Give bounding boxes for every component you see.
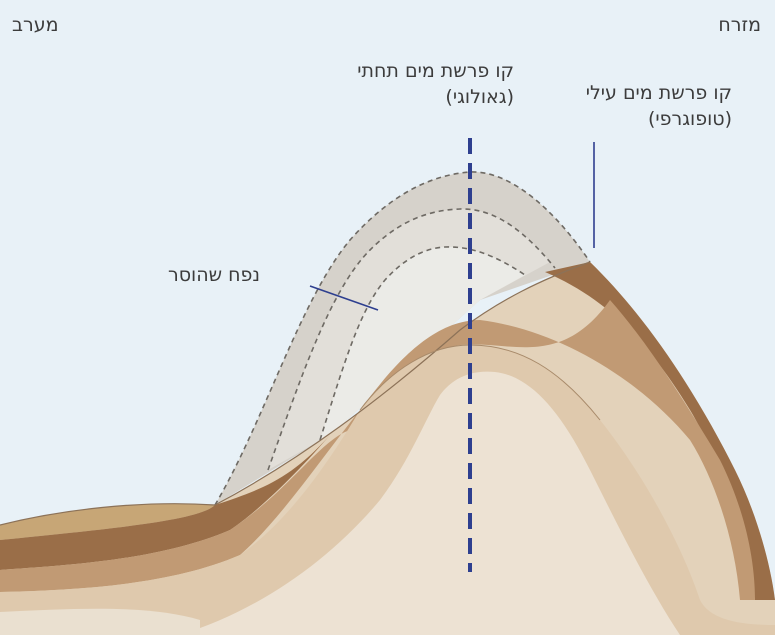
stratum-boundary-1	[0, 261, 591, 526]
geological-divide-label-line2: (גאולוגי)	[445, 86, 514, 108]
eroded-outline-1	[214, 171, 591, 506]
topographic-divide-label-line1: קו פרשת מים עילי	[585, 82, 732, 104]
stratum-mid	[0, 300, 755, 600]
geological-divide-label: קו פרשת מים תחתי (גאולוגי)	[314, 58, 514, 110]
topographic-divide-label: קו פרשת מים עילי (טופוגרפי)	[520, 80, 732, 132]
stratum-core	[180, 371, 680, 635]
stratum-surface-sand	[0, 503, 215, 540]
geological-divide-label-line1: קו פרשת מים תחתי	[357, 60, 514, 82]
eroded-area-label: נפח שהוסר	[168, 264, 261, 286]
west-label: מערב	[12, 14, 59, 36]
east-label: מזרח	[718, 14, 761, 36]
stratum-dark	[0, 435, 330, 570]
eroded-outline-2	[267, 208, 556, 471]
topographic-divide-label-line2: (טופוגרפי)	[647, 108, 732, 130]
eroded-outline-3	[319, 246, 526, 441]
eroded-area-pointer	[309, 285, 379, 311]
stratum-bottom-band	[0, 608, 200, 635]
